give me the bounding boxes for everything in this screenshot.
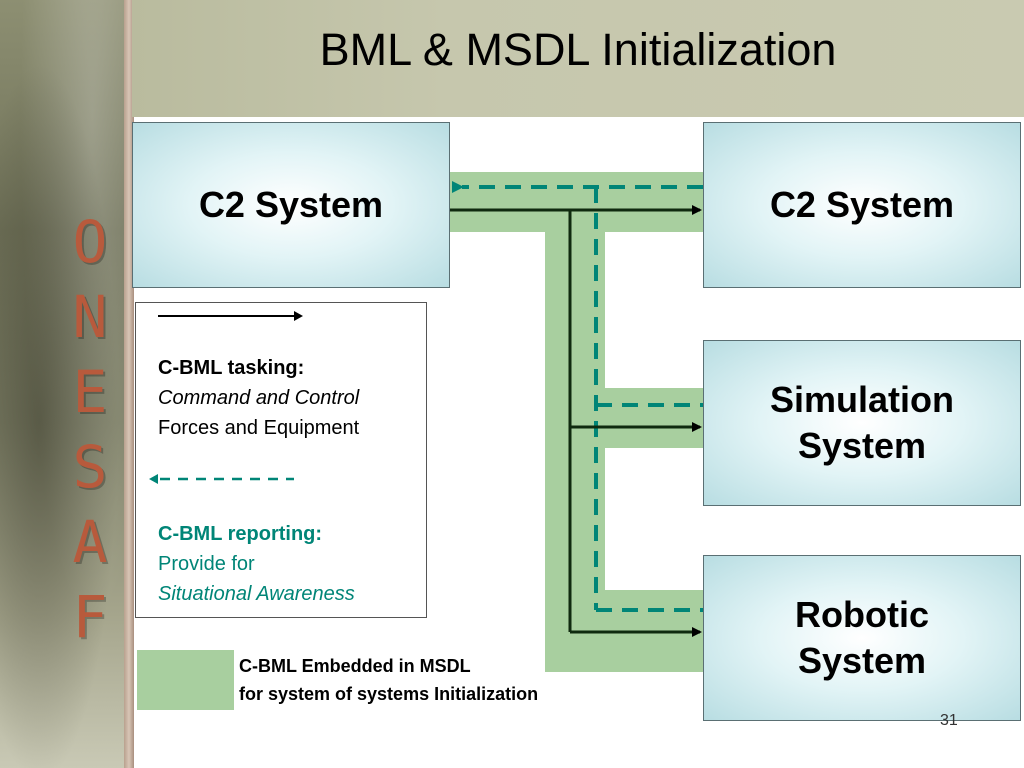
side-panel-edge xyxy=(124,0,134,768)
legend-tasking-arrowhead xyxy=(294,311,303,321)
msdl-legend-line2: for system of systems Initialization xyxy=(239,684,539,704)
tasking-lines xyxy=(448,205,702,637)
slide-number: 31 xyxy=(940,712,958,729)
simulation-label-line2: System xyxy=(797,425,927,466)
simulation-label-line1: Simulation xyxy=(769,379,954,420)
c2-system-left-label: C2 System xyxy=(198,184,384,225)
legend-reporting: C-BML reporting: Provide for Situational… xyxy=(158,519,355,609)
legend-tasking: C-BML tasking: Command and Control Force… xyxy=(158,353,359,443)
slide-title: BML & MSDL Initialization xyxy=(319,24,837,75)
legend-tasking-title: C-BML tasking: xyxy=(158,357,305,379)
logo-letter: N xyxy=(72,283,108,351)
legend-symbols xyxy=(149,311,303,484)
legend-reporting-title: C-BML reporting: xyxy=(158,523,323,545)
logo-letter: F xyxy=(72,583,108,651)
msdl-legend-line1: C-BML Embedded in MSDL xyxy=(239,656,471,676)
robotic-label-line1: Robotic xyxy=(795,594,929,635)
robotic-label-line2: System xyxy=(797,640,927,681)
legend-reporting-arrowhead xyxy=(149,474,158,484)
logo-letter: E xyxy=(72,358,108,426)
legend-reporting-line1: Provide for xyxy=(158,553,255,575)
side-panel-shading xyxy=(0,0,132,768)
legend-box: C-BML tasking: Command and Control Force… xyxy=(135,302,427,618)
c2-system-right-label: C2 System xyxy=(769,184,955,225)
c2-system-box-left: C2 System xyxy=(132,122,450,288)
legend-tasking-line2: Forces and Equipment xyxy=(158,417,360,439)
msdl-legend-swatch xyxy=(137,650,234,710)
robotic-system-box: Robotic System xyxy=(703,555,1021,721)
logo-letter: A xyxy=(72,508,108,576)
msdl-band-sim xyxy=(605,388,703,448)
title-band xyxy=(132,0,1024,117)
msdl-legend-text: C-BML Embedded in MSDL for system of sys… xyxy=(239,652,538,708)
legend-tasking-line1: Command and Control xyxy=(158,387,360,409)
logo-letter: S xyxy=(72,433,108,501)
reporting-lines xyxy=(452,181,703,612)
simulation-system-box: Simulation System xyxy=(703,340,1021,506)
c2-system-box-right: C2 System xyxy=(703,122,1021,288)
msdl-band-top xyxy=(448,172,703,232)
legend-reporting-line2: Situational Awareness xyxy=(158,583,355,605)
msdl-band xyxy=(448,172,703,672)
logo-letter: O xyxy=(72,208,108,276)
